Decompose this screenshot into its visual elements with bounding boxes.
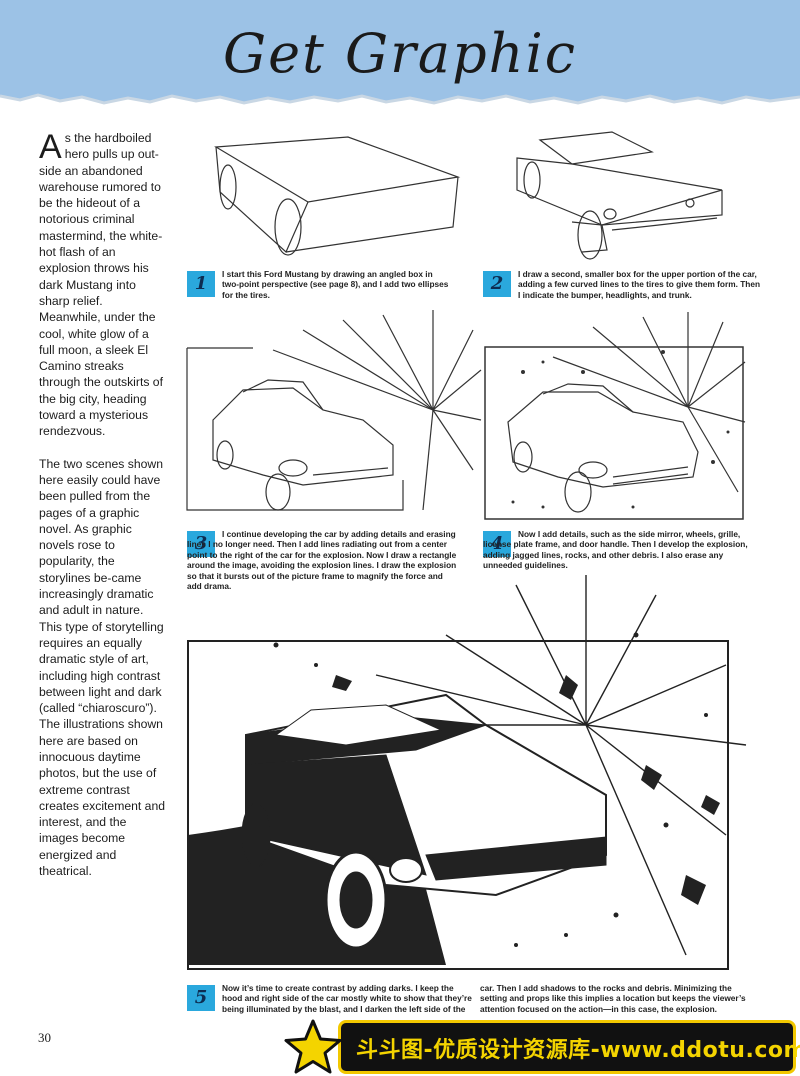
watermark-banner [338,1020,796,1074]
step-4-caption-text: Now I add details, such as the side mirr… [483,529,748,571]
step-2-illustration [512,130,732,265]
intro-paragraph-2: The two scenes shown here easily could h… [39,456,166,879]
intro-paragraph-1-text: s the hardboiled hero pulls up out-side … [39,131,163,439]
step-5-badge: 5 [187,985,215,1011]
step-1-caption: I start this Ford Mustang by drawing an … [222,269,449,300]
step-3-illustration [183,310,483,520]
star-icon [284,1019,342,1074]
torn-paper-edge [0,93,800,118]
watermark-text: 斗斗图-优质设计资源库-www.ddotu.com [356,1038,800,1063]
step-3-caption: I continue developing the car by adding … [187,529,457,591]
step-5-caption-right: car. Then I add shadows to the rocks and… [480,983,746,1014]
drop-cap: A [39,128,62,166]
step-1-badge: 1 [187,271,215,297]
step-1-illustration [208,132,468,262]
step-4-caption: Now I add details, such as the side mirr… [483,529,748,571]
step-2-badge: 2 [483,271,511,297]
page-title: Get Graphic [223,22,577,85]
step-5-illustration [186,575,756,975]
page-number: 30 [38,1030,51,1045]
step-4-badge: 4 [483,531,511,557]
step-2-caption: I draw a second, smaller box for the upp… [518,269,761,300]
step-4-illustration [483,312,748,522]
title-banner [0,0,800,108]
step-3-badge: 3 [187,531,215,557]
step-3-caption-text: I continue developing the car by adding … [187,529,457,592]
step-5-caption-left: Now it’s time to create contrast by addi… [222,983,472,1014]
